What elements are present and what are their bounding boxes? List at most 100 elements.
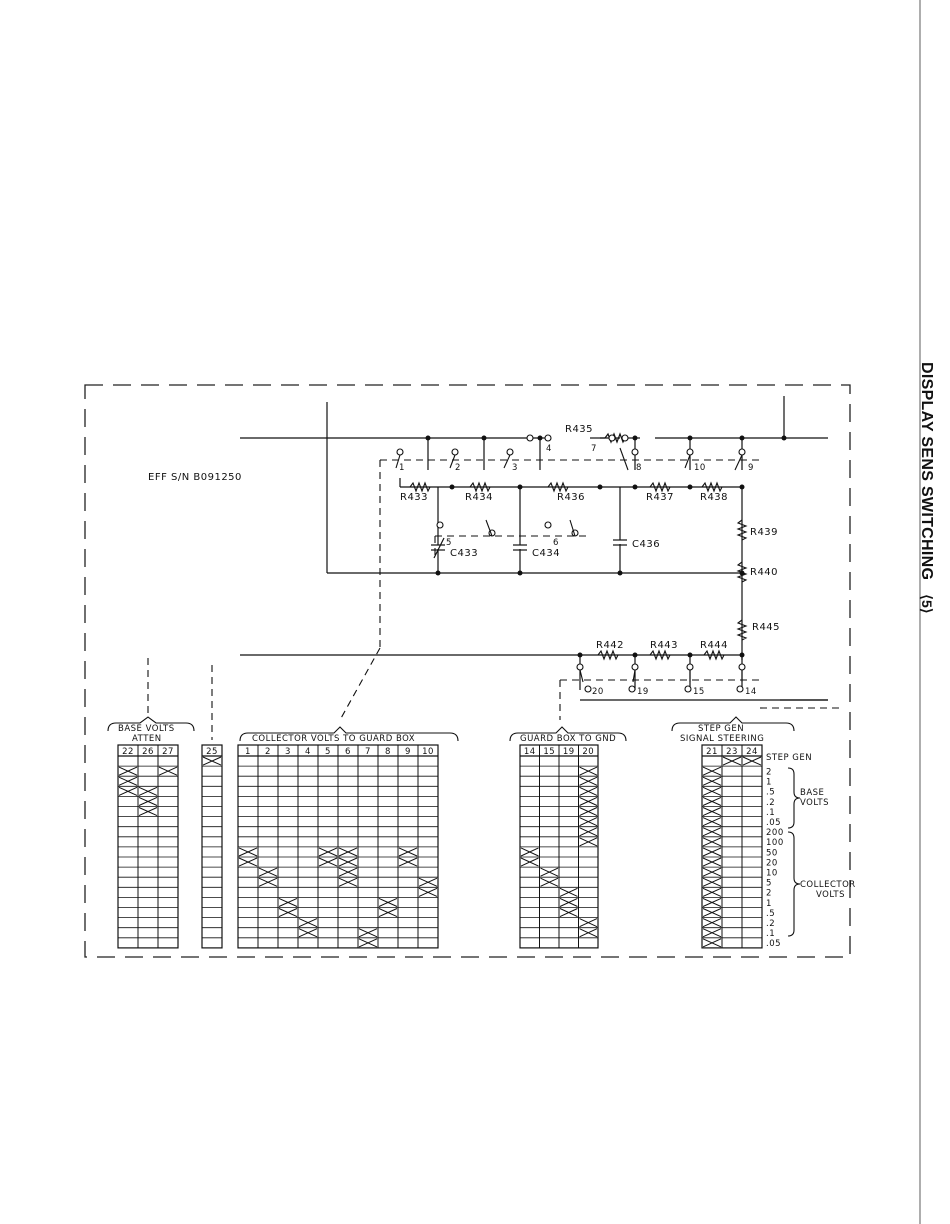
label-r442: R442 <box>596 640 624 651</box>
cam-mark <box>118 766 138 776</box>
cam-mark <box>358 938 378 948</box>
cam-col-coll-2: 2 <box>265 747 271 757</box>
cam-mark <box>722 756 742 766</box>
cam-mark <box>258 877 278 887</box>
cam-mark <box>118 776 138 786</box>
side-title: DISPLAY SENS SWITCHING ⟨5⟩ <box>917 362 935 614</box>
brace-coll-1: COLLECTOR <box>800 880 856 890</box>
cam-col-guard-15: 15 <box>543 747 555 757</box>
contact-1: 1 <box>399 463 405 473</box>
cam-mark <box>238 857 258 867</box>
cam-mark <box>238 847 258 857</box>
dashed-frame <box>84 384 851 958</box>
cam-mark <box>579 786 598 796</box>
section-badge: ⟨5⟩ <box>919 594 935 614</box>
group-braces <box>107 716 795 742</box>
cam-mark <box>742 756 762 766</box>
label-r438: R438 <box>700 492 728 503</box>
cam-col-coll-8: 8 <box>385 747 391 757</box>
base-atten-title-1: BASE VOLTS <box>118 724 175 734</box>
contact-14: 14 <box>745 687 757 697</box>
row-label: 10 <box>766 869 778 879</box>
row-label: .05 <box>766 939 781 949</box>
step-group-title-2: SIGNAL STEERING <box>680 734 764 744</box>
cam-mark <box>579 817 598 827</box>
cam-mark <box>418 887 438 897</box>
row-label: 2 <box>766 768 772 778</box>
contact-7: 7 <box>591 444 597 454</box>
row-label: .5 <box>766 788 775 798</box>
cam-col-base-27: 27 <box>162 747 174 757</box>
cam-mark <box>298 928 318 938</box>
cam-col-coll-6: 6 <box>345 747 351 757</box>
cam-mark <box>418 877 438 887</box>
resistor-symbols <box>409 481 748 661</box>
contact-2: 2 <box>455 463 461 473</box>
cam-mark <box>702 908 722 918</box>
row-label: .2 <box>766 798 775 808</box>
side-title-text: DISPLAY SENS SWITCHING <box>918 362 935 581</box>
cam-col-step-23: 23 <box>726 747 738 757</box>
cam-mark <box>338 857 358 867</box>
cam-mark <box>702 887 722 897</box>
cam-mark <box>138 786 158 796</box>
contact-4: 4 <box>546 444 552 454</box>
row-labels: STEP GEN21.5.2.1.05200100502010521.5.2.1… <box>766 753 812 949</box>
brace-coll-2: VOLTS <box>816 890 845 900</box>
cam-col-coll-1: 1 <box>245 747 251 757</box>
cam-mark <box>318 857 338 867</box>
label-r440: R440 <box>750 567 778 578</box>
junction-dots <box>425 435 787 658</box>
row-label: .1 <box>766 929 775 939</box>
cam-col-coll-5: 5 <box>325 747 331 757</box>
cam-mark <box>702 796 722 806</box>
base-atten-title-2: ATTEN <box>132 734 162 744</box>
cam-mark <box>579 918 598 928</box>
cam-mark <box>338 867 358 877</box>
cam-mark <box>540 867 559 877</box>
switch-arms <box>395 447 743 683</box>
cam-mark <box>579 928 598 938</box>
cam-mark <box>702 847 722 857</box>
contact-5: 5 <box>446 538 452 548</box>
cam-mark <box>540 877 559 887</box>
cam-mark <box>378 908 398 918</box>
cam-mark <box>118 786 138 796</box>
step-group-title-1: STEP GEN <box>698 724 744 734</box>
contact-19: 19 <box>637 687 649 697</box>
cam-mark <box>579 766 598 776</box>
label-r435: R435 <box>565 424 593 435</box>
brace-base-2: VOLTS <box>800 798 829 808</box>
cam-col-coll-4: 4 <box>305 747 311 757</box>
cam-mark <box>702 807 722 817</box>
cam-mark <box>702 817 722 827</box>
contact-20: 20 <box>592 687 604 697</box>
collector-group-title: COLLECTOR VOLTS TO GUARD BOX <box>252 734 415 744</box>
cam-mark <box>358 928 378 938</box>
brace-base-1: BASE <box>800 788 824 798</box>
switch-linkage <box>147 459 840 740</box>
label-r433: R433 <box>400 492 428 503</box>
label-c436: C436 <box>632 539 660 550</box>
cam-col-guard-14: 14 <box>524 747 536 757</box>
cam-mark <box>202 756 222 766</box>
cam-col-coll-7: 7 <box>365 747 371 757</box>
cam-mark <box>338 877 358 887</box>
cam-mark <box>702 877 722 887</box>
row-label: .05 <box>766 818 781 828</box>
cam-mark <box>702 776 722 786</box>
contact-6: 6 <box>553 538 559 548</box>
cam-col-s25-25: 25 <box>206 747 218 757</box>
cam-mark <box>702 786 722 796</box>
cam-mark <box>702 897 722 907</box>
row-label: .2 <box>766 919 775 929</box>
row-label: .1 <box>766 808 775 818</box>
label-r436: R436 <box>557 492 585 503</box>
cam-mark <box>138 796 158 806</box>
label-c434: C434 <box>532 548 560 559</box>
row-label: .5 <box>766 909 775 919</box>
label-r444: R444 <box>700 640 728 651</box>
